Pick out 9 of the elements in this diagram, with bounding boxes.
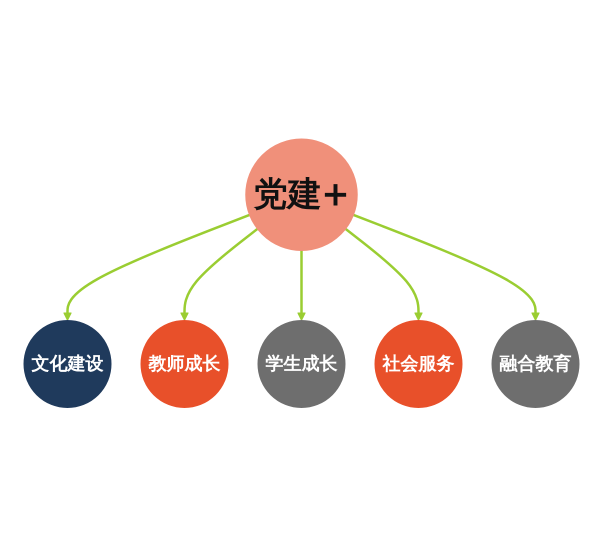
arrow [296,250,306,321]
arrow [344,228,422,321]
arrow [352,214,540,321]
node-circle: 党建+ [244,138,358,251]
arrow [180,228,258,321]
node-circle: 文化建设 [23,320,111,408]
node-circle: 融合教育 [491,320,579,408]
arrow [62,214,250,321]
node-circle: 学生成长 [257,320,345,408]
